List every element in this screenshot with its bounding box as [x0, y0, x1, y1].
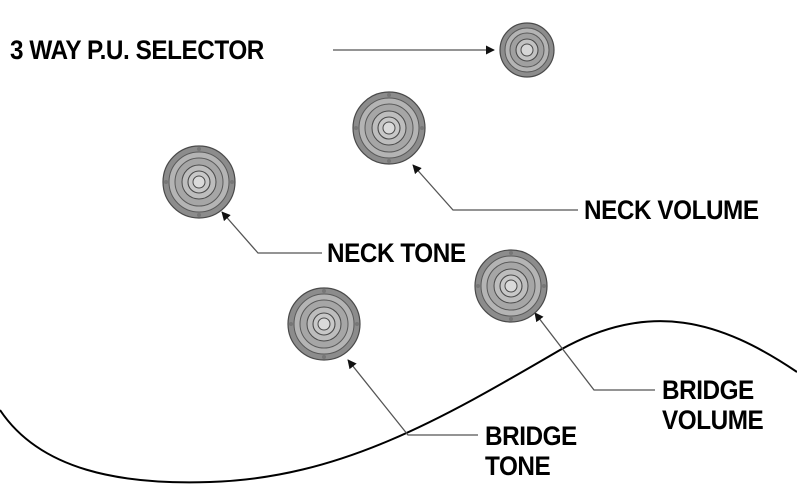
neck-volume-label-text: NECK VOLUME: [584, 195, 759, 225]
bridge-volume-label-line2: VOLUME: [662, 405, 764, 435]
bridge-tone-label-line2: TONE: [485, 451, 551, 481]
bridge-volume-leader-line: [534, 312, 655, 391]
selector-label: 3 WAY P.U. SELECTOR: [10, 35, 264, 65]
neck-tone-knob-icon: [162, 145, 236, 219]
neck-volume-label: NECK VOLUME: [584, 195, 759, 225]
neck-volume-leader-line: [412, 164, 578, 211]
bridge-tone-label-line1: BRIDGE: [485, 421, 577, 451]
neck-tone-label-text: NECK TONE: [327, 238, 466, 268]
guitar-body-outline: [0, 320, 797, 484]
bridge-volume-knob-icon: [474, 249, 548, 323]
bridge-tone-knob-icon: [287, 287, 361, 361]
selector-label-text: 3 WAY P.U. SELECTOR: [10, 35, 264, 65]
bridge-tone-leader-line: [347, 359, 478, 436]
neck-volume-knob-icon: [352, 91, 426, 165]
neck-tone-label: NECK TONE: [327, 238, 466, 268]
small-selector-knob-icon: [499, 22, 555, 78]
bridge-volume-label: BRIDGE VOLUME: [662, 375, 764, 435]
neck-tone-leader-line: [221, 211, 322, 254]
bridge-tone-label: BRIDGE TONE: [485, 421, 577, 481]
bridge-volume-label-line1: BRIDGE: [662, 375, 754, 405]
